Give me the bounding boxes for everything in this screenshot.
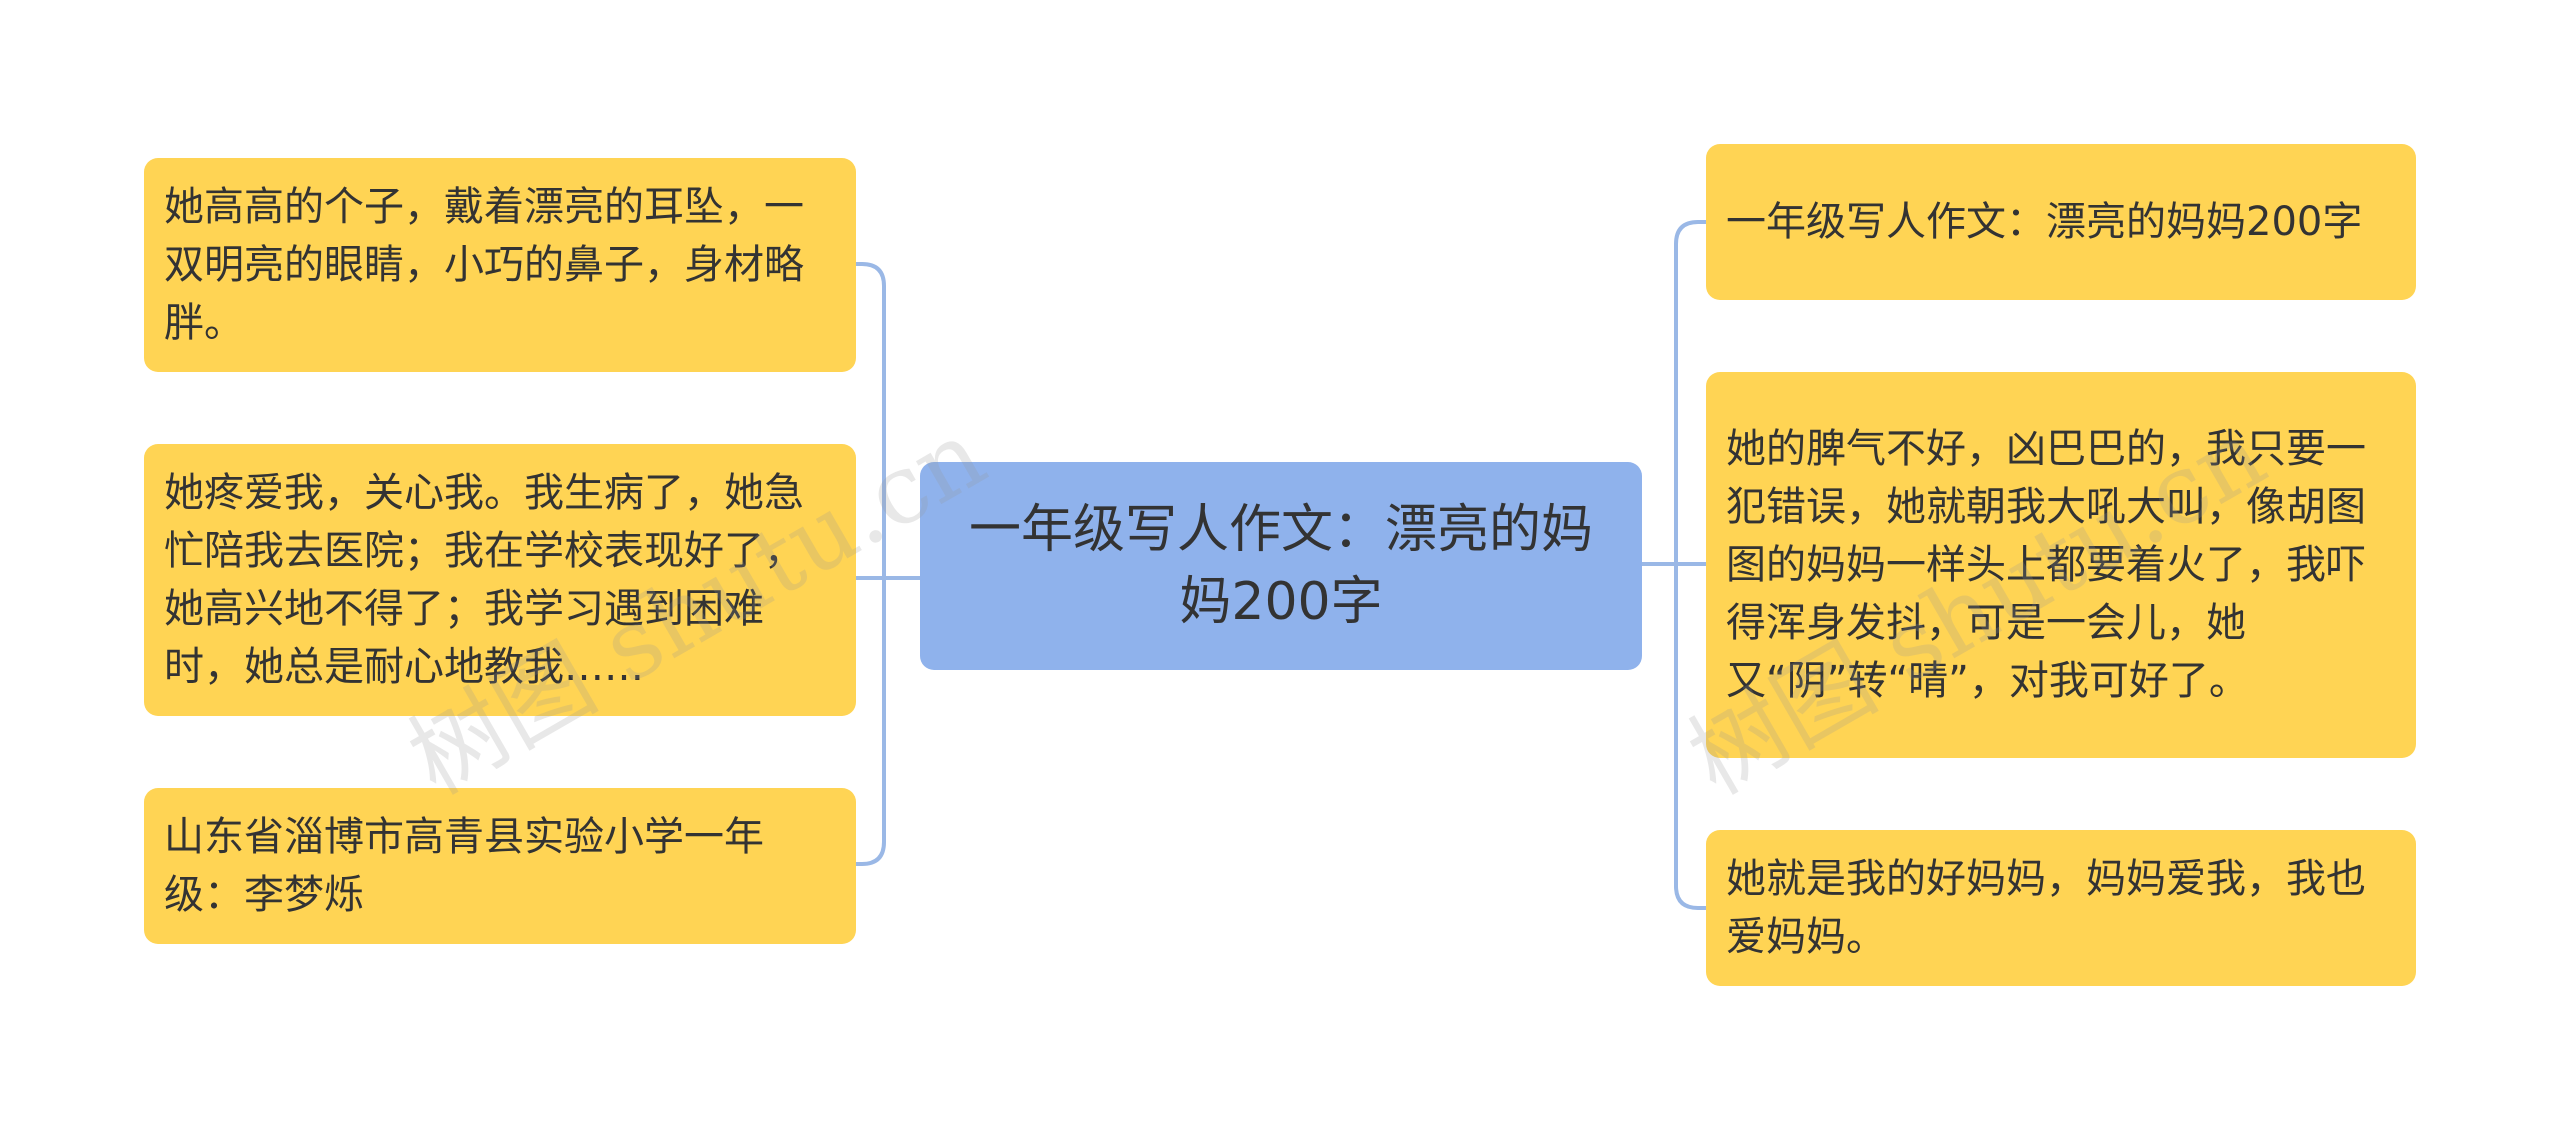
right-node-love-text: 她就是我的好妈妈，妈妈爱我，我也爱妈妈。 [1726, 856, 2366, 960]
central-topic[interactable]: 一年级写人作文：漂亮的妈妈200字 [920, 462, 1642, 670]
connector-right-1 [1674, 220, 1708, 566]
right-node-title-text: 一年级写人作文：漂亮的妈妈200字 [1726, 199, 2363, 245]
connector-left-1 [854, 262, 886, 580]
left-node-care-text: 她疼爱我，关心我。我生病了，她急忙陪我去医院；我在学校表现好了，她高兴地不得了；… [164, 470, 804, 690]
left-node-author[interactable]: 山东省淄博市高青县实验小学一年级：李梦烁 [144, 788, 856, 944]
left-node-care[interactable]: 她疼爱我，关心我。我生病了，她急忙陪我去医院；我在学校表现好了，她高兴地不得了；… [144, 444, 856, 716]
right-node-temper[interactable]: 她的脾气不好，凶巴巴的，我只要一犯错误，她就朝我大吼大叫，像胡图图的妈妈一样头上… [1706, 372, 2416, 758]
connector-right-3 [1674, 562, 1708, 910]
left-node-appearance[interactable]: 她高高的个子，戴着漂亮的耳坠，一双明亮的眼睛，小巧的鼻子，身材略胖。 [144, 158, 856, 372]
connector-left-3 [854, 576, 886, 866]
central-topic-text: 一年级写人作文：漂亮的妈妈200字 [968, 500, 1593, 632]
left-node-appearance-text: 她高高的个子，戴着漂亮的耳坠，一双明亮的眼睛，小巧的鼻子，身材略胖。 [164, 184, 804, 346]
right-node-temper-text: 她的脾气不好，凶巴巴的，我只要一犯错误，她就朝我大吼大叫，像胡图图的妈妈一样头上… [1726, 426, 2366, 704]
right-node-love[interactable]: 她就是我的好妈妈，妈妈爱我，我也爱妈妈。 [1706, 830, 2416, 986]
right-node-title[interactable]: 一年级写人作文：漂亮的妈妈200字 [1706, 144, 2416, 300]
left-node-author-text: 山东省淄博市高青县实验小学一年级：李梦烁 [164, 814, 764, 918]
